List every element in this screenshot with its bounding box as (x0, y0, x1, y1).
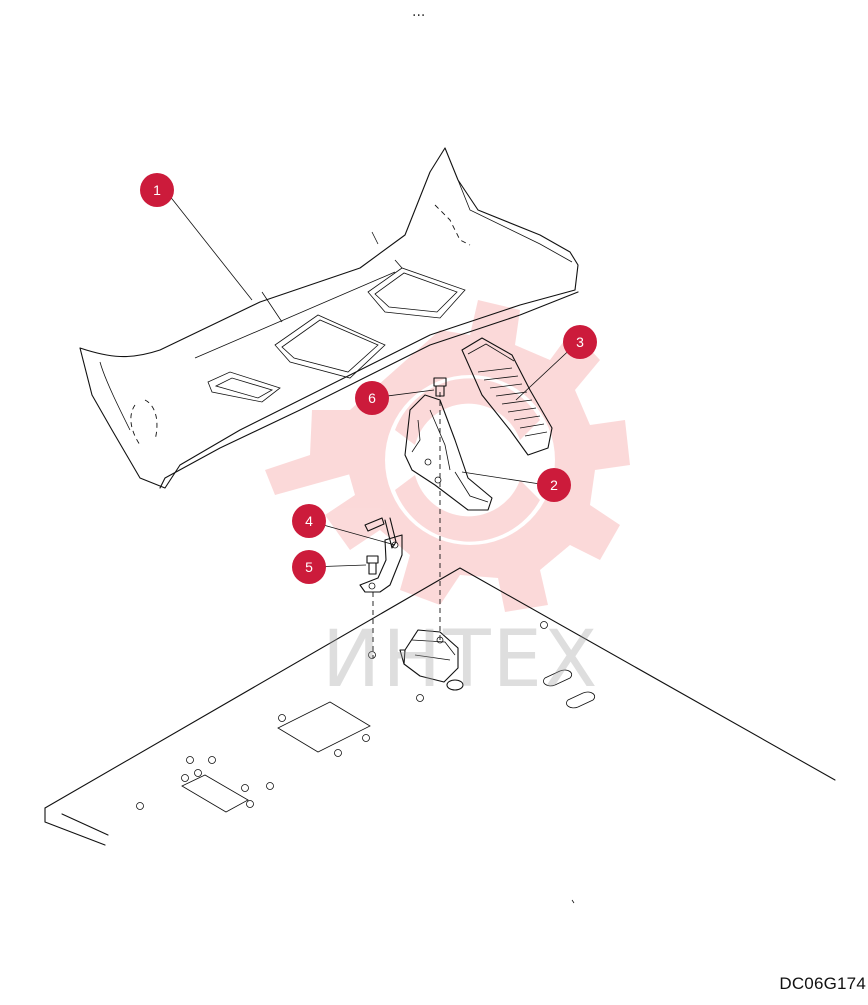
callout-6-label: 6 (368, 390, 376, 406)
stray-mark (571, 899, 575, 904)
part-6-bolt (433, 377, 447, 397)
figure-code: DC06G174 (779, 974, 866, 993)
callout-3-label: 3 (576, 334, 584, 350)
leader-2 (461, 471, 541, 485)
part-5-bolt (366, 555, 379, 575)
floor-plate (44, 567, 836, 846)
callout-6: 6 (355, 381, 389, 415)
callout-5: 5 (292, 550, 326, 584)
callout-2: 2 (537, 468, 571, 502)
callout-1-label: 1 (153, 182, 161, 198)
callout-3: 3 (563, 325, 597, 359)
part-2-pedal-bracket (404, 394, 493, 511)
part-3-pedal-pad (461, 337, 553, 456)
callout-1: 1 (140, 173, 174, 207)
callout-2-label: 2 (550, 477, 558, 493)
header-ellipsis: ... (412, 4, 426, 20)
part-1-cover-panel (79, 147, 579, 489)
watermark-logo (265, 300, 630, 612)
callout-5-label: 5 (305, 559, 313, 575)
watermark-text: ИНТЕХ (322, 615, 600, 705)
leader-1 (164, 189, 253, 301)
pedal-base-mount (399, 629, 464, 691)
callout-4-label: 4 (305, 513, 313, 529)
callout-4: 4 (292, 504, 326, 538)
